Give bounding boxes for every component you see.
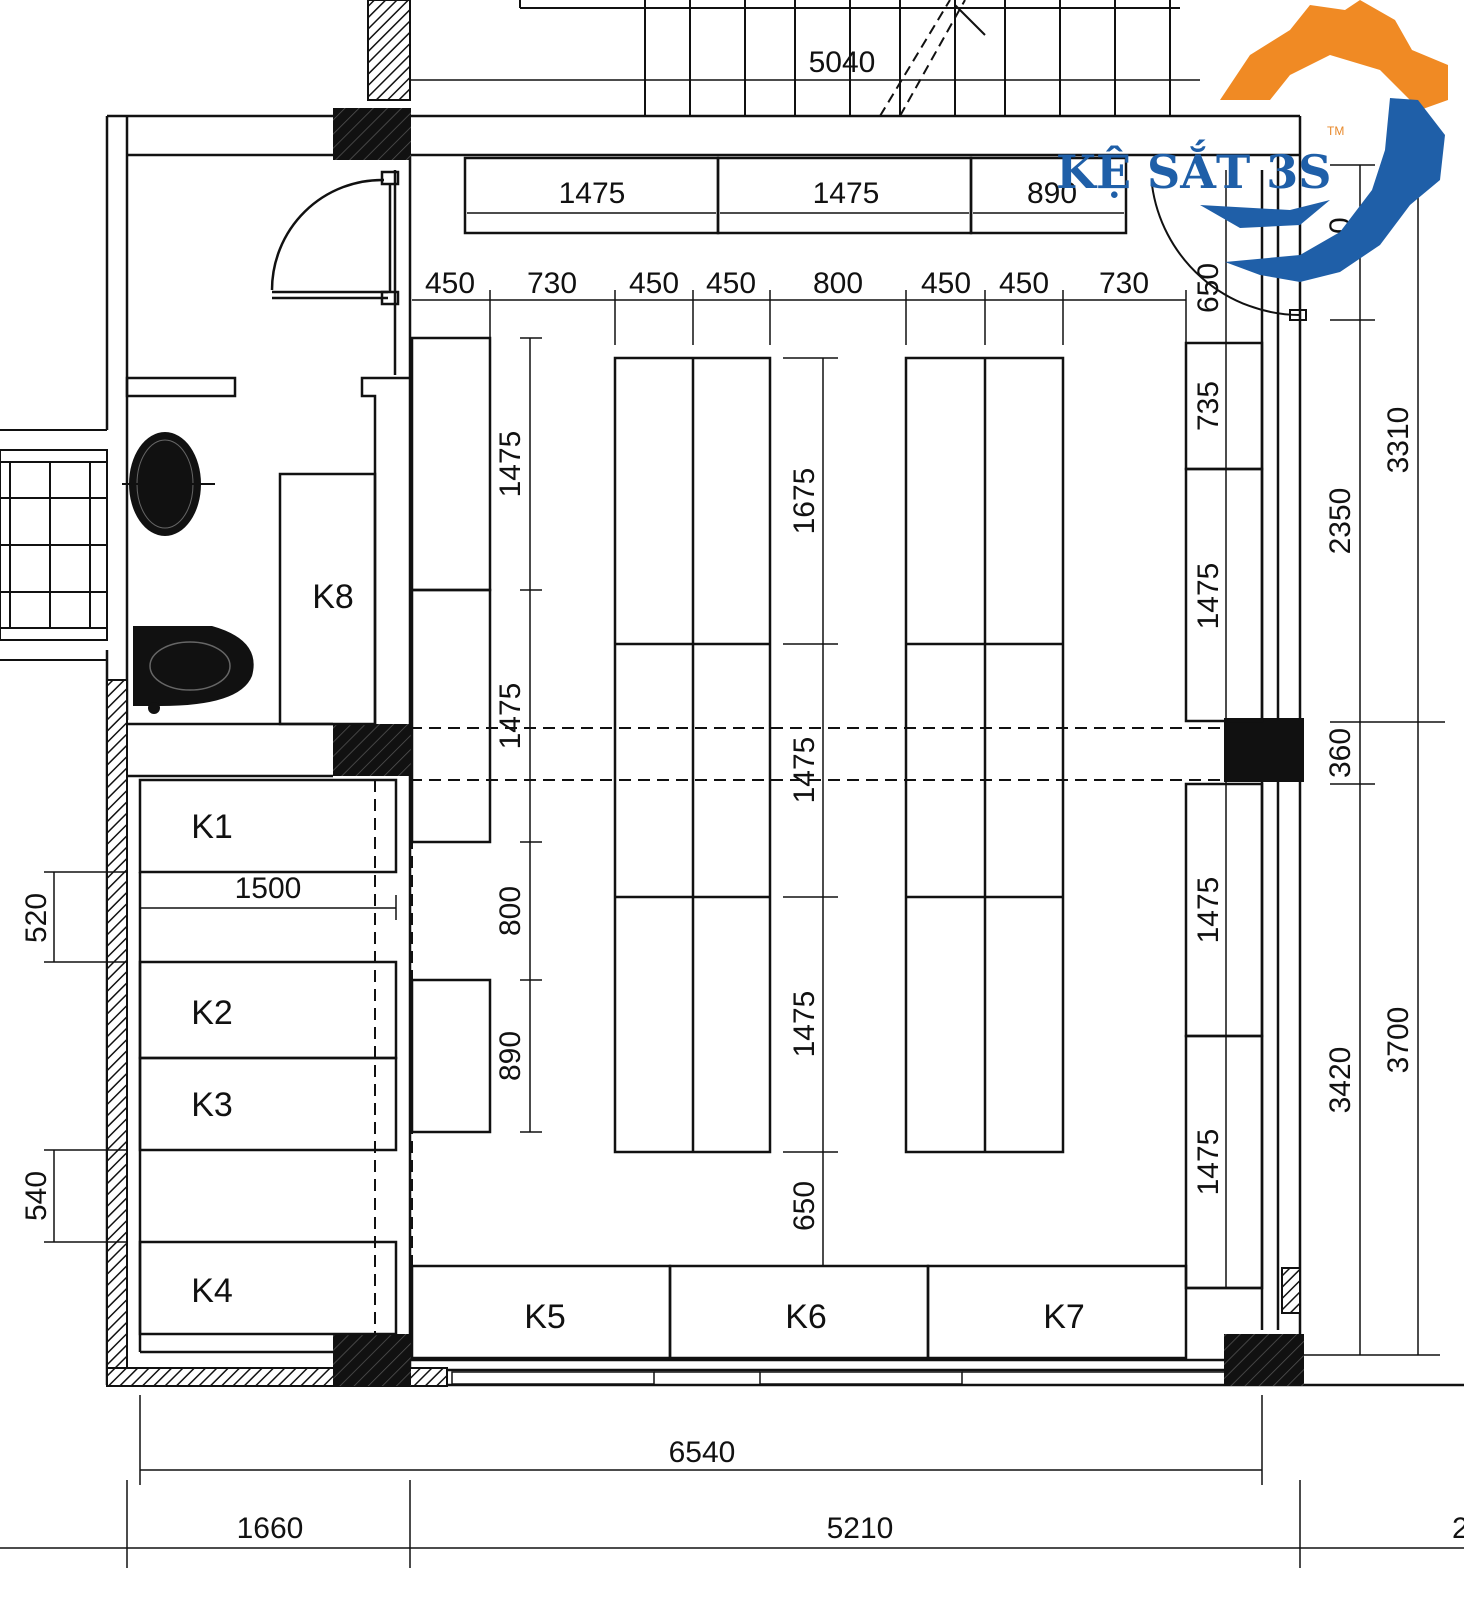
right-inner-dim-line bbox=[1216, 170, 1236, 1288]
label-k2: K2 bbox=[191, 994, 233, 1032]
dim-right-top: 650 bbox=[1192, 263, 1225, 313]
label-k6: K6 bbox=[785, 1298, 827, 1336]
wall-segment-top bbox=[367, 0, 411, 101]
left-wall-hatched bbox=[106, 679, 128, 1386]
wrench-icon bbox=[1200, 98, 1445, 282]
front-glazing bbox=[451, 1371, 1224, 1385]
dim-aisle-1: 450 bbox=[425, 267, 475, 300]
left-wall-shelves bbox=[410, 336, 492, 1134]
k1-width-dim-line bbox=[140, 895, 397, 920]
dim-center-col-2: 1475 bbox=[788, 737, 821, 804]
left-column-dim-line bbox=[520, 337, 542, 1133]
dim-aisle-4: 450 bbox=[706, 267, 756, 300]
toilet-icon bbox=[133, 626, 254, 714]
dim-aisle-6: 450 bbox=[921, 267, 971, 300]
column-mid-right bbox=[1224, 718, 1304, 782]
dim-left-col-2: 1475 bbox=[494, 683, 527, 750]
dim-aisle-7: 450 bbox=[999, 267, 1049, 300]
left-room-shelves bbox=[127, 722, 398, 1354]
dim-bottom-6540: 6540 bbox=[669, 1436, 736, 1469]
left-outer-dim-lines bbox=[44, 871, 127, 1243]
staircase bbox=[519, 0, 1180, 117]
right-outer-dim-lines bbox=[1300, 164, 1445, 1356]
dim-left-col-3: 800 bbox=[494, 886, 527, 936]
right-door-hinge bbox=[1289, 309, 1307, 321]
dim-bottom-cut: 2 bbox=[1452, 1512, 1464, 1545]
dim-right-inner-1: 735 bbox=[1192, 381, 1225, 431]
aisle-dim-line bbox=[412, 290, 1187, 345]
bottom-dim-lines bbox=[0, 1395, 1464, 1568]
dim-aisle-2: 730 bbox=[527, 267, 577, 300]
dim-left-outer-540: 540 bbox=[20, 1171, 53, 1221]
dim-left-outer-520: 520 bbox=[20, 893, 53, 943]
column-bottom-right bbox=[1224, 1334, 1304, 1386]
label-k3: K3 bbox=[191, 1086, 233, 1124]
dim-top-shelf-2: 1475 bbox=[813, 177, 880, 210]
dim-right-inner-3: 1475 bbox=[1192, 877, 1225, 944]
logo-wordmark: KỆ SẮT 3S bbox=[1056, 138, 1331, 199]
restroom-door[interactable] bbox=[270, 170, 400, 306]
dim-right-outer-2350: 2350 bbox=[1324, 488, 1357, 555]
dim-center-col-4: 650 bbox=[788, 1181, 821, 1231]
column-mid-left bbox=[333, 724, 411, 776]
dim-label-5040: 5040 bbox=[809, 46, 876, 79]
center-column-dim-line bbox=[783, 357, 838, 1265]
dim-bottom-1660: 1660 bbox=[237, 1512, 304, 1545]
dim-right-outer-3420: 3420 bbox=[1324, 1047, 1357, 1114]
dim-aisle-8: 730 bbox=[1099, 267, 1149, 300]
dim-top-shelf-3: 890 bbox=[1027, 177, 1077, 210]
dim-aisle-3: 450 bbox=[629, 267, 679, 300]
column-bottom-left bbox=[333, 1334, 411, 1386]
label-k4: K4 bbox=[191, 1272, 233, 1310]
dim-left-col-1: 1475 bbox=[494, 431, 527, 498]
dim-right-outer-3700: 3700 bbox=[1382, 1007, 1415, 1074]
center-island-2 bbox=[904, 356, 1065, 1154]
gear-icon bbox=[1220, 0, 1448, 110]
dim-right-outer-3310: 3310 bbox=[1382, 407, 1415, 474]
brand-logo: KỆ SẮT 3S TM bbox=[1056, 0, 1448, 282]
label-k5: K5 bbox=[524, 1298, 566, 1336]
center-island-1 bbox=[613, 356, 772, 1154]
dim-aisle-5: 800 bbox=[813, 267, 863, 300]
logo-trademark: TM bbox=[1327, 124, 1344, 138]
label-k8: K8 bbox=[312, 578, 354, 616]
right-door-swing bbox=[1151, 184, 1301, 316]
top-shelves bbox=[463, 156, 1128, 235]
dim-center-col-1: 1675 bbox=[788, 468, 821, 535]
dim-bottom-5210: 5210 bbox=[827, 1512, 894, 1545]
bottom-shelves bbox=[410, 1264, 1262, 1360]
label-k1: K1 bbox=[191, 808, 233, 846]
dim-right-outer-360: 360 bbox=[1324, 728, 1357, 778]
window-grid bbox=[0, 429, 108, 661]
dim-right-inner-4: 1475 bbox=[1192, 1129, 1225, 1196]
wash-basin-icon bbox=[122, 432, 215, 536]
right-wall-hatched bbox=[1281, 1267, 1301, 1314]
dim-right-inner-2: 1475 bbox=[1192, 563, 1225, 630]
dim-k1-width: 1500 bbox=[235, 872, 302, 905]
dim-center-col-3: 1475 bbox=[788, 991, 821, 1058]
label-k7: K7 bbox=[1043, 1298, 1085, 1336]
dim-top-shelf-1: 1475 bbox=[559, 177, 626, 210]
dim-left-col-4: 890 bbox=[494, 1031, 527, 1081]
column-top-left bbox=[333, 108, 411, 160]
